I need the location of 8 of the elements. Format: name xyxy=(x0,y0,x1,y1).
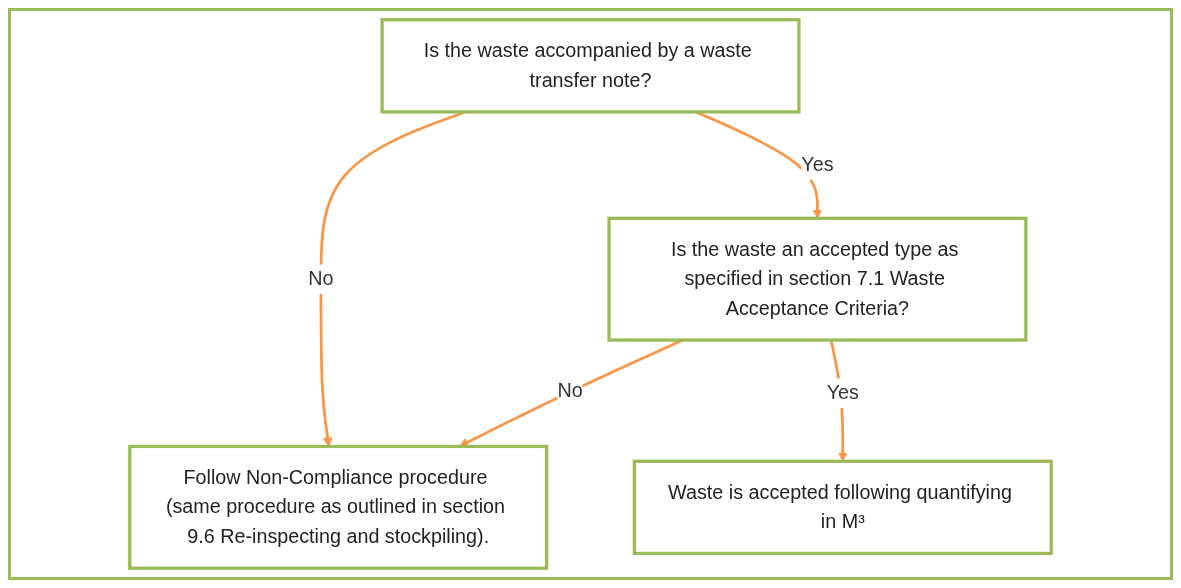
node-box: Is the waste an accepted type as specified in section 7.1 Waste Acceptance Criteria? xyxy=(607,216,1028,342)
edge-label: No xyxy=(308,267,334,290)
node-box: Is the waste accompanied by a waste transfer note? xyxy=(380,18,801,114)
edge-label: No xyxy=(557,379,583,402)
edge-label: Yes xyxy=(826,381,859,404)
node-box: Follow Non-Compliance procedure (same procedure as outlined in section 9.6 Re-inspecting and stockpiling). xyxy=(128,444,549,570)
edge-label: Yes xyxy=(801,153,834,176)
node-box: Waste is accepted following quantifying in M³ xyxy=(632,459,1053,556)
